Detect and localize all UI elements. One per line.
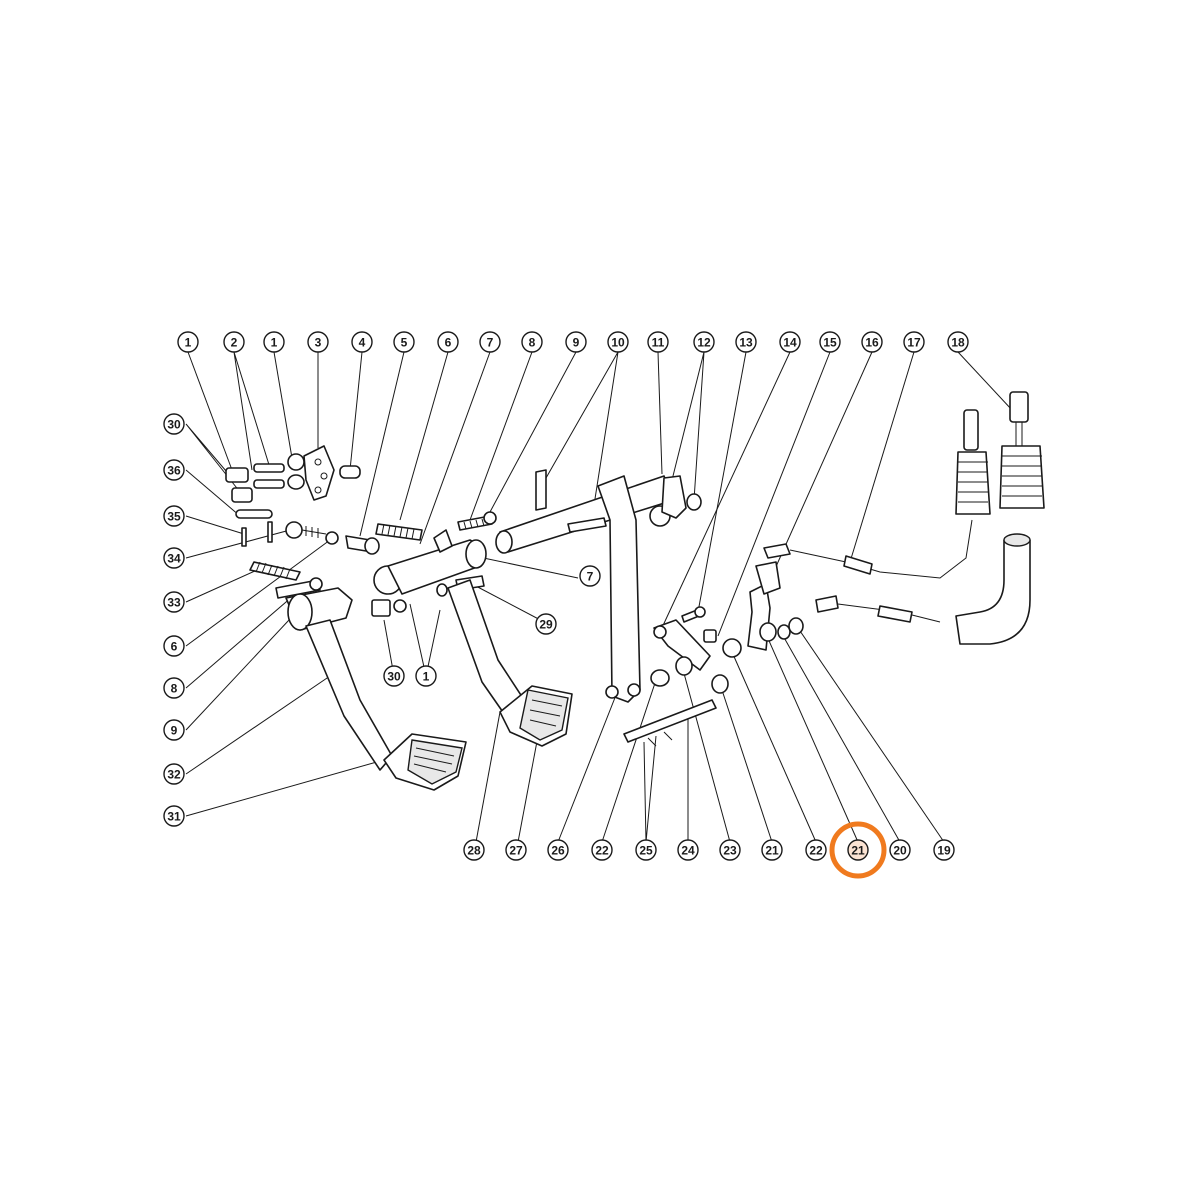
callout-label: 27 [509, 844, 523, 858]
callout-8: 8 [521, 331, 543, 353]
callout-32: 32 [163, 763, 185, 785]
callout-31: 31 [163, 805, 185, 827]
callout-15: 15 [819, 331, 841, 353]
callout-label: 18 [951, 336, 965, 350]
callout-34: 34 [163, 547, 185, 569]
callout-30: 30 [163, 413, 185, 435]
callout-label: 24 [681, 844, 695, 858]
callout-7: 7 [479, 331, 501, 353]
callout-9: 9 [565, 331, 587, 353]
callout-label: 10 [611, 336, 625, 350]
callout-33: 33 [163, 591, 185, 613]
callout-label: 8 [529, 336, 536, 350]
callout-label: 6 [445, 336, 452, 350]
callout-label: 1 [271, 336, 278, 350]
callout-label: 5 [401, 336, 408, 350]
callout-2: 2 [223, 331, 245, 353]
callout-label: 13 [739, 336, 753, 350]
callout-14: 14 [779, 331, 801, 353]
callout-label: 21 [765, 844, 779, 858]
callout-label: 12 [697, 336, 711, 350]
callout-label: 36 [167, 464, 181, 478]
callout-label: 30 [167, 418, 181, 432]
callout-label: 4 [359, 336, 366, 350]
callout-24: 24 [677, 839, 699, 861]
callout-label: 25 [639, 844, 653, 858]
callout-label: 21 [851, 844, 865, 858]
callout-label: 32 [167, 768, 181, 782]
callout-label: 34 [167, 552, 181, 566]
callout-label: 9 [573, 336, 580, 350]
callout-4: 4 [351, 331, 373, 353]
callout-1: 1 [177, 331, 199, 353]
callout-label: 23 [723, 844, 737, 858]
callout-11: 11 [647, 331, 669, 353]
callout-25: 25 [635, 839, 657, 861]
callout-label: 20 [893, 844, 907, 858]
callout-22: 22 [805, 839, 827, 861]
callout-9: 9 [163, 719, 185, 741]
callout-label: 28 [467, 844, 481, 858]
leader-lines [185, 351, 1013, 843]
callout-3: 3 [307, 331, 329, 353]
callout-7: 7 [579, 565, 601, 587]
callout-23: 23 [719, 839, 741, 861]
callout-18: 18 [947, 331, 969, 353]
callout-label: 1 [185, 336, 192, 350]
callout-17: 17 [903, 331, 925, 353]
callout-8: 8 [163, 677, 185, 699]
callout-26: 26 [547, 839, 569, 861]
callout-36: 36 [163, 459, 185, 481]
callout-label: 30 [387, 670, 401, 684]
callout-label: 16 [865, 336, 879, 350]
callout-label: 31 [167, 810, 181, 824]
callout-label: 7 [587, 570, 594, 584]
callout-label: 3 [315, 336, 322, 350]
callout-label: 2 [231, 336, 238, 350]
callout-label: 22 [595, 844, 609, 858]
callout-29: 29 [535, 613, 557, 635]
callout-5: 5 [393, 331, 415, 353]
callout-label: 7 [487, 336, 494, 350]
callout-label: 11 [652, 336, 665, 350]
highlight-ring [829, 821, 887, 879]
callout-label: 33 [167, 596, 181, 610]
callout-1: 1 [263, 331, 285, 353]
callout-22: 22 [591, 839, 613, 861]
callout-12: 12 [693, 331, 715, 353]
callout-label: 9 [171, 724, 178, 738]
callout-35: 35 [163, 505, 185, 527]
callout-label: 6 [171, 640, 178, 654]
parts [225, 391, 1045, 791]
callout-10: 10 [607, 331, 629, 353]
callout-label: 15 [823, 336, 837, 350]
callout-28: 28 [463, 839, 485, 861]
callout-label: 19 [937, 844, 951, 858]
callout-20: 20 [889, 839, 911, 861]
callout-30: 30 [383, 665, 405, 687]
callout-label: 14 [783, 336, 797, 350]
callout-label: 1 [423, 670, 430, 684]
callout-label: 35 [167, 510, 181, 524]
callout-27: 27 [505, 839, 527, 861]
callout-label: 26 [551, 844, 565, 858]
callout-21: 21 [761, 839, 783, 861]
callout-6: 6 [437, 331, 459, 353]
callout-1: 1 [415, 665, 437, 687]
callout-16: 16 [861, 331, 883, 353]
callout-6: 6 [163, 635, 185, 657]
callout-label: 8 [171, 682, 178, 696]
callout-label: 22 [809, 844, 823, 858]
callout-19: 19 [933, 839, 955, 861]
callout-21: 21 [847, 839, 869, 861]
callout-label: 29 [539, 618, 553, 632]
callout-13: 13 [735, 331, 757, 353]
callout-label: 17 [907, 336, 921, 350]
